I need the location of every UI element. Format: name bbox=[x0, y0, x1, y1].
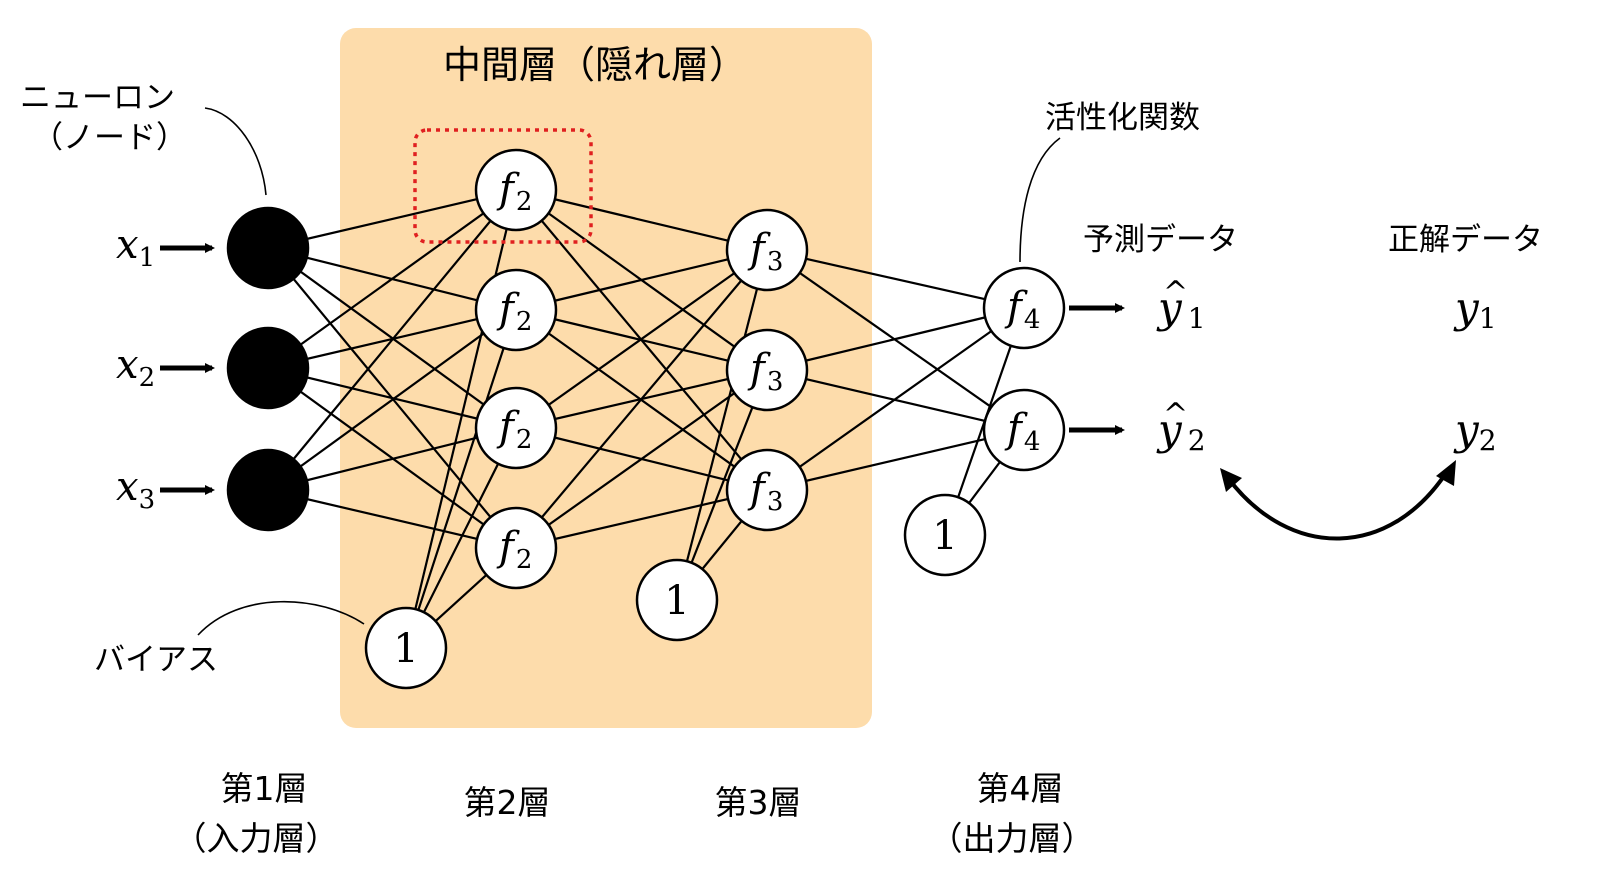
svg-text:^: ^ bbox=[1163, 397, 1188, 432]
bias-label: バイアス bbox=[94, 642, 218, 678]
edge-g3-o2 bbox=[766, 428, 1025, 492]
comparison-arrowhead-left bbox=[1220, 468, 1242, 492]
actual-y1: y1 bbox=[1453, 283, 1497, 335]
bias-value: 1 bbox=[393, 626, 418, 672]
hidden-layer-title: 中間層（隠れ層） bbox=[443, 43, 747, 87]
edge-in3-h4 bbox=[267, 488, 517, 550]
input-label-2: x2 bbox=[116, 342, 155, 393]
nodes-group: f2 f2 f2 f2 1 f3 f3 f3 1 f4 f4 1 bbox=[226, 148, 1066, 690]
edge-h2-g1 bbox=[515, 248, 768, 312]
edge-bias1-h2 bbox=[404, 309, 518, 649]
comparison-arrowhead-right bbox=[1436, 460, 1456, 486]
bias-leader-line bbox=[197, 600, 365, 636]
edge-h3-g1 bbox=[515, 249, 768, 429]
neuron-leader-line bbox=[204, 107, 267, 196]
activation-function-label: f4 bbox=[1004, 406, 1040, 457]
input-label-1: x1 bbox=[116, 222, 155, 273]
input-arrows bbox=[160, 243, 215, 495]
predicted-label: 予測データ bbox=[1083, 222, 1238, 258]
layer2-label: 第2層 bbox=[464, 783, 551, 822]
edge-g1-o1 bbox=[766, 248, 1025, 310]
layer1-label: 第1層 bbox=[221, 769, 308, 808]
activation-function-label: f3 bbox=[747, 346, 783, 397]
bias-node-layer3: 1 bbox=[903, 493, 987, 577]
output-neuron-2: f4 bbox=[982, 388, 1066, 472]
output-neuron-1: f4 bbox=[982, 266, 1066, 350]
edge-bias1-h1 bbox=[404, 189, 518, 649]
output-arrows bbox=[1069, 303, 1125, 435]
edge-h4-g3 bbox=[515, 488, 768, 550]
neuron-label-line1: ニューロン bbox=[20, 80, 175, 116]
edge-bias2-g1 bbox=[675, 249, 769, 601]
edge-h4-g2 bbox=[515, 369, 768, 549]
ground-truth-label: 正解データ bbox=[1388, 222, 1543, 258]
hidden2-neuron-2: f3 bbox=[725, 328, 809, 412]
actual-y2: y2 bbox=[1453, 405, 1497, 457]
hidden1-neuron-2: f2 bbox=[474, 268, 558, 352]
hidden1-neuron-4: f2 bbox=[474, 506, 558, 590]
hidden2-neuron-3: f3 bbox=[725, 448, 809, 532]
edge-in1-h1 bbox=[267, 188, 517, 250]
edge-h4-g1 bbox=[515, 249, 768, 549]
layer4-sublabel: （出力層） bbox=[930, 819, 1095, 858]
layer3-label: 第3層 bbox=[715, 783, 802, 822]
edge-in3-h1 bbox=[267, 189, 517, 491]
edge-in2-h1 bbox=[267, 189, 517, 369]
svg-text:y1: y1 bbox=[1156, 283, 1206, 335]
bias-node-layer1: 1 bbox=[364, 606, 448, 690]
edge-h1-g1 bbox=[515, 188, 768, 252]
neuron-label-line2: （ノード） bbox=[32, 120, 187, 156]
layer4-label: 第4層 bbox=[977, 769, 1064, 808]
edge-g2-o1 bbox=[766, 306, 1025, 372]
comparison-arrow bbox=[1226, 468, 1450, 541]
input-neuron-2 bbox=[226, 326, 310, 410]
input-neuron-1 bbox=[226, 206, 310, 290]
hidden1-neuron-3: f2 bbox=[474, 386, 558, 470]
layer1-sublabel: （入力層） bbox=[174, 819, 339, 858]
highlight-box bbox=[413, 128, 593, 244]
svg-text:y2: y2 bbox=[1156, 405, 1206, 457]
hidden-layer-region bbox=[340, 28, 872, 728]
hidden1-neuron-1: f2 bbox=[474, 148, 558, 232]
input-neuron-3 bbox=[226, 448, 310, 532]
activation-label: 活性化関数 bbox=[1045, 100, 1200, 136]
bias-value: 1 bbox=[932, 513, 957, 559]
edge-in2-h3 bbox=[267, 366, 517, 430]
edge-g3-o1 bbox=[766, 307, 1025, 491]
activation-function-label: f2 bbox=[496, 404, 532, 455]
bias-node-layer2: 1 bbox=[635, 558, 719, 642]
svg-text:^: ^ bbox=[1163, 275, 1188, 310]
hidden2-neuron-1: f3 bbox=[725, 208, 809, 292]
activation-leader-line bbox=[1019, 137, 1061, 263]
edge-in3-h2 bbox=[267, 309, 517, 491]
bias-value: 1 bbox=[664, 578, 689, 624]
input-label-3: x3 bbox=[116, 464, 155, 515]
